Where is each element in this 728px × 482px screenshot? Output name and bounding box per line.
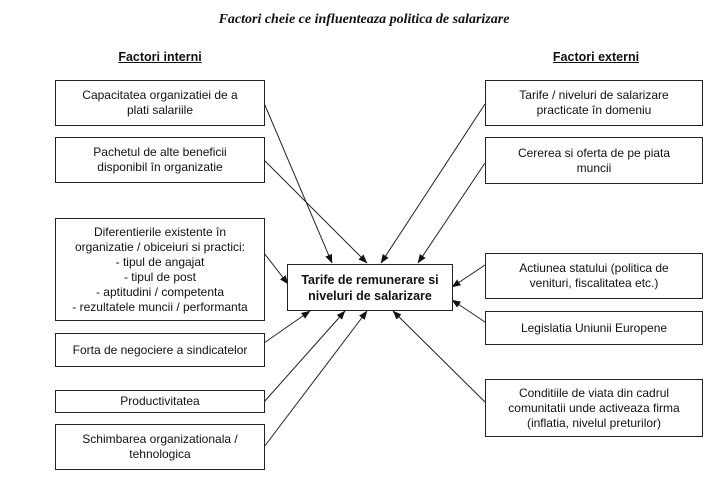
internal-factor-box: Forta de negociere a sindicatelor <box>55 333 265 367</box>
arrow-internal-4 <box>263 310 311 344</box>
internal-factor-line: Pachetul de alte beneficii <box>93 145 227 159</box>
arrow-internal-5 <box>263 310 346 403</box>
external-factor-line: Conditiile de viata din cadrul <box>518 385 670 400</box>
external-factor-line: (inflatia, nivelul preturilor) <box>526 415 662 430</box>
arrow-internal-2 <box>263 159 368 264</box>
internal-factors-header: Factori interni <box>118 50 202 64</box>
arrow-external-3 <box>451 264 486 288</box>
arrow-external-5 <box>392 310 486 403</box>
external-factor-line: venituri, fiscalitatea etc.) <box>529 276 659 290</box>
external-factor-line: comunitatii unde activeaza firma <box>508 400 680 415</box>
external-factor-line: muncii <box>576 160 612 175</box>
internal-factor-box: Productivitatea <box>55 390 265 413</box>
internal-factor-line: Forta de negociere a sindicatelor <box>72 342 248 357</box>
internal-factor-line: - rezultatele muncii / performanta <box>72 299 248 314</box>
internal-factor-line: disponibil în organizatie <box>97 160 223 174</box>
internal-factor-line: plati salariile <box>126 103 194 117</box>
diagram-title: Factori cheie ce influenteaza politica d… <box>218 12 510 27</box>
central-node: Tarife de remunerare si niveluri de sala… <box>287 264 453 311</box>
arrow-internal-3 <box>263 252 289 285</box>
external-factor-line: Legislatia Uniunii Europene <box>520 320 668 335</box>
arrow-internal-6 <box>263 310 368 448</box>
internal-factor-line: tehnologica <box>129 447 191 461</box>
external-factor-box: Legislatia Uniunii Europene <box>485 311 703 345</box>
internal-factor-line: Schimbarea organizationala / <box>82 432 238 446</box>
arrow-external-2 <box>417 162 486 264</box>
internal-factor-line: - aptitudini / competenta <box>95 284 225 299</box>
arrow-internal-1 <box>263 102 333 264</box>
internal-factor-line: organizatie / obiceiuri si practici: <box>74 239 246 254</box>
central-node-line: Tarife de remunerare si <box>301 272 439 287</box>
arrow-external-4 <box>451 299 486 323</box>
central-node-line: niveluri de salarizare <box>308 288 432 303</box>
external-factor-line: practicate în domeniu <box>536 103 652 117</box>
internal-factor-line: Capacitatea organizatiei de a <box>82 88 238 102</box>
external-factors-header: Factori externi <box>552 50 640 64</box>
external-factor-line: Cererea si oferta de pe piata <box>517 145 671 160</box>
external-factor-line: Tarife / niveluri de salarizare <box>519 88 669 102</box>
arrow-external-1 <box>380 103 486 264</box>
internal-factor-line: Productivitatea <box>120 394 200 408</box>
internal-factor-line: - tipul de angajat <box>115 254 205 269</box>
internal-factor-line: Diferentierile existente în <box>93 224 227 239</box>
internal-factor-box: Schimbarea organizationala /tehnologica <box>55 424 265 470</box>
internal-factor-line: - tipul de post <box>123 269 197 284</box>
external-factor-line: Actiunea statului (politica de <box>519 261 669 275</box>
